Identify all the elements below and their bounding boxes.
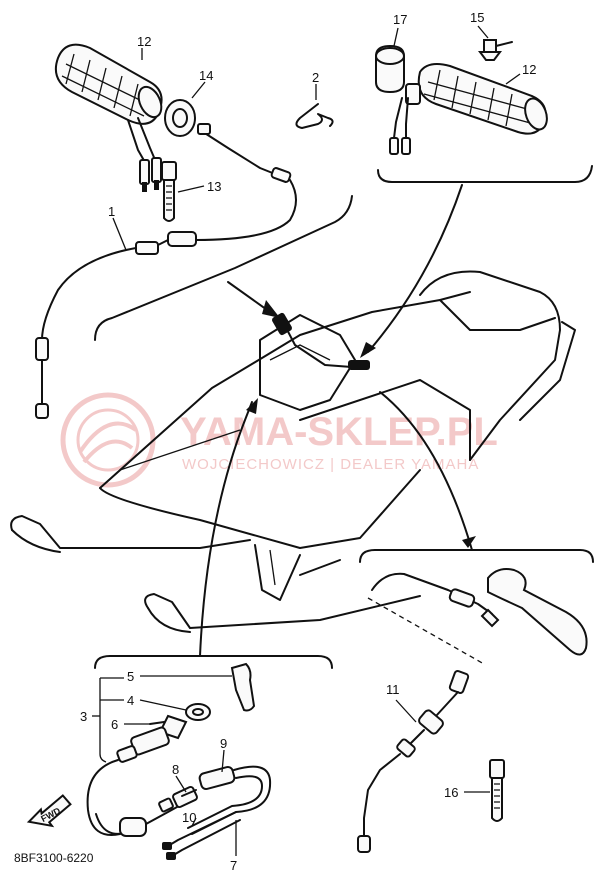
callout-5: 5	[127, 669, 134, 684]
callout-brackets	[94, 165, 594, 669]
callout-16: 16	[444, 785, 458, 800]
callout-7: 7	[230, 858, 237, 873]
cable-tie	[161, 161, 177, 222]
callout-8: 8	[172, 762, 179, 777]
callout-numbers: 12 14 2 13 1 17 15 12 5 4 3 6 9 8 10 7 1…	[80, 10, 536, 873]
callout-6: 6	[111, 717, 118, 732]
watermark-logo-mark	[78, 421, 138, 464]
brake-cable	[357, 670, 470, 853]
spacer-ring	[164, 99, 196, 137]
watermark-logo-inner	[76, 408, 140, 472]
watermark: YAMA-SKLEP.PL WOJCIECHOWICZ | DEALER YAM…	[60, 392, 498, 488]
watermark-brand: YAMA-SKLEP.PL	[180, 410, 498, 454]
hook-clip	[295, 103, 334, 129]
callout-15: 15	[470, 10, 484, 25]
callout-10: 10	[182, 810, 196, 825]
callout-12-left: 12	[137, 34, 151, 49]
detail-top-left	[35, 43, 334, 419]
diagram-code: 8BF3100-6220	[14, 851, 94, 865]
throttle-cable	[35, 123, 297, 419]
bar-end-cap	[375, 44, 405, 94]
connector	[158, 785, 198, 813]
callout-11: 11	[386, 682, 400, 697]
detail-top-right	[375, 25, 548, 155]
screw	[478, 39, 513, 61]
wire-harness	[181, 765, 272, 835]
callout-12-right: 12	[522, 62, 536, 77]
leader-arrows	[199, 184, 476, 657]
callout-13: 13	[207, 179, 221, 194]
snowmobile-body	[10, 270, 576, 633]
switch-body	[116, 714, 188, 763]
callout-17: 17	[393, 12, 407, 27]
detail-bottom-left	[86, 662, 272, 860]
left-grip	[54, 43, 163, 125]
callout-1: 1	[108, 204, 115, 219]
detail-bottom-right	[357, 568, 588, 853]
switch-cover	[230, 662, 256, 712]
callout-3: 3	[80, 709, 87, 724]
cable-tie-right	[489, 759, 505, 822]
callout-2: 2	[312, 70, 319, 85]
callout-9: 9	[220, 736, 227, 751]
callout-4: 4	[127, 693, 134, 708]
nut	[185, 703, 211, 721]
right-grip	[405, 63, 548, 135]
brake-lever	[371, 568, 588, 656]
forward-indicator: FWD	[26, 794, 72, 828]
watermark-tagline: WOJCIECHOWICZ | DEALER YAMAHA	[182, 456, 479, 473]
callout-14: 14	[199, 68, 213, 83]
